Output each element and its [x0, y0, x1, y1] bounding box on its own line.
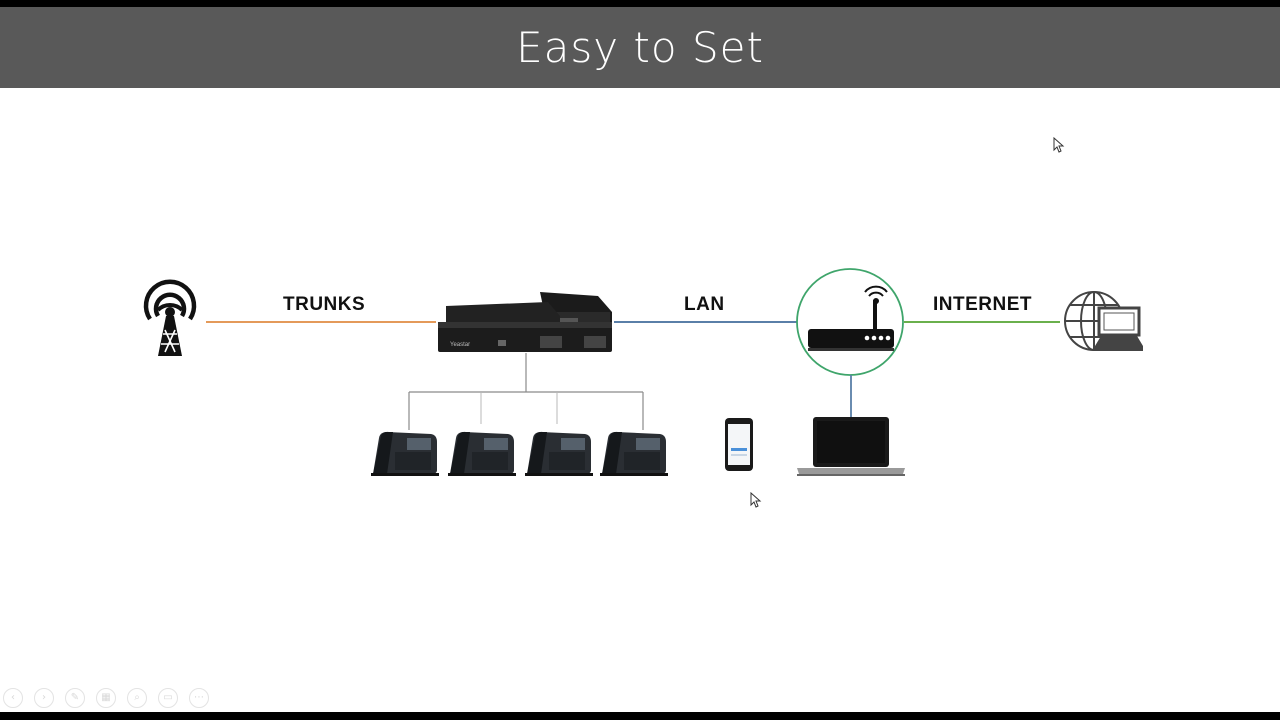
globe-computer-icon [1064, 291, 1143, 351]
slide-title: Easy to Set [516, 23, 764, 72]
pen-tool-button[interactable]: ✎ [65, 688, 85, 708]
smartphone-icon [725, 418, 753, 471]
presentation-toolbar: ‹ › ✎ ▦ ⌕ ▭ ⋯ [0, 688, 220, 710]
trunks-label: TRUNKS [283, 294, 366, 315]
laptop-icon [797, 417, 905, 476]
lan-label: LAN [684, 294, 725, 315]
ip-pbx-device: Yeastar [438, 292, 612, 352]
bottom-border [0, 712, 1280, 720]
slides-overview-button[interactable]: ▦ [96, 688, 116, 708]
svg-text:Yeastar: Yeastar [450, 342, 470, 348]
wifi-router-icon [796, 268, 904, 376]
top-border [0, 0, 1280, 7]
internet-label: INTERNET [933, 294, 1032, 315]
title-bar: Easy to Set [0, 7, 1280, 88]
ip-phone-2 [448, 431, 516, 476]
next-slide-button[interactable]: › [34, 688, 54, 708]
zoom-button[interactable]: ⌕ [127, 688, 147, 708]
mouse-cursor-icon [750, 492, 762, 508]
ip-phone-1 [371, 431, 439, 476]
screen-button[interactable]: ▭ [158, 688, 178, 708]
more-options-button[interactable]: ⋯ [189, 688, 209, 708]
ip-phone-3 [525, 431, 593, 476]
cell-tower-icon [143, 279, 197, 356]
mouse-cursor-icon [1053, 137, 1065, 153]
previous-slide-button[interactable]: ‹ [3, 688, 23, 708]
ip-phone-4 [600, 431, 668, 476]
